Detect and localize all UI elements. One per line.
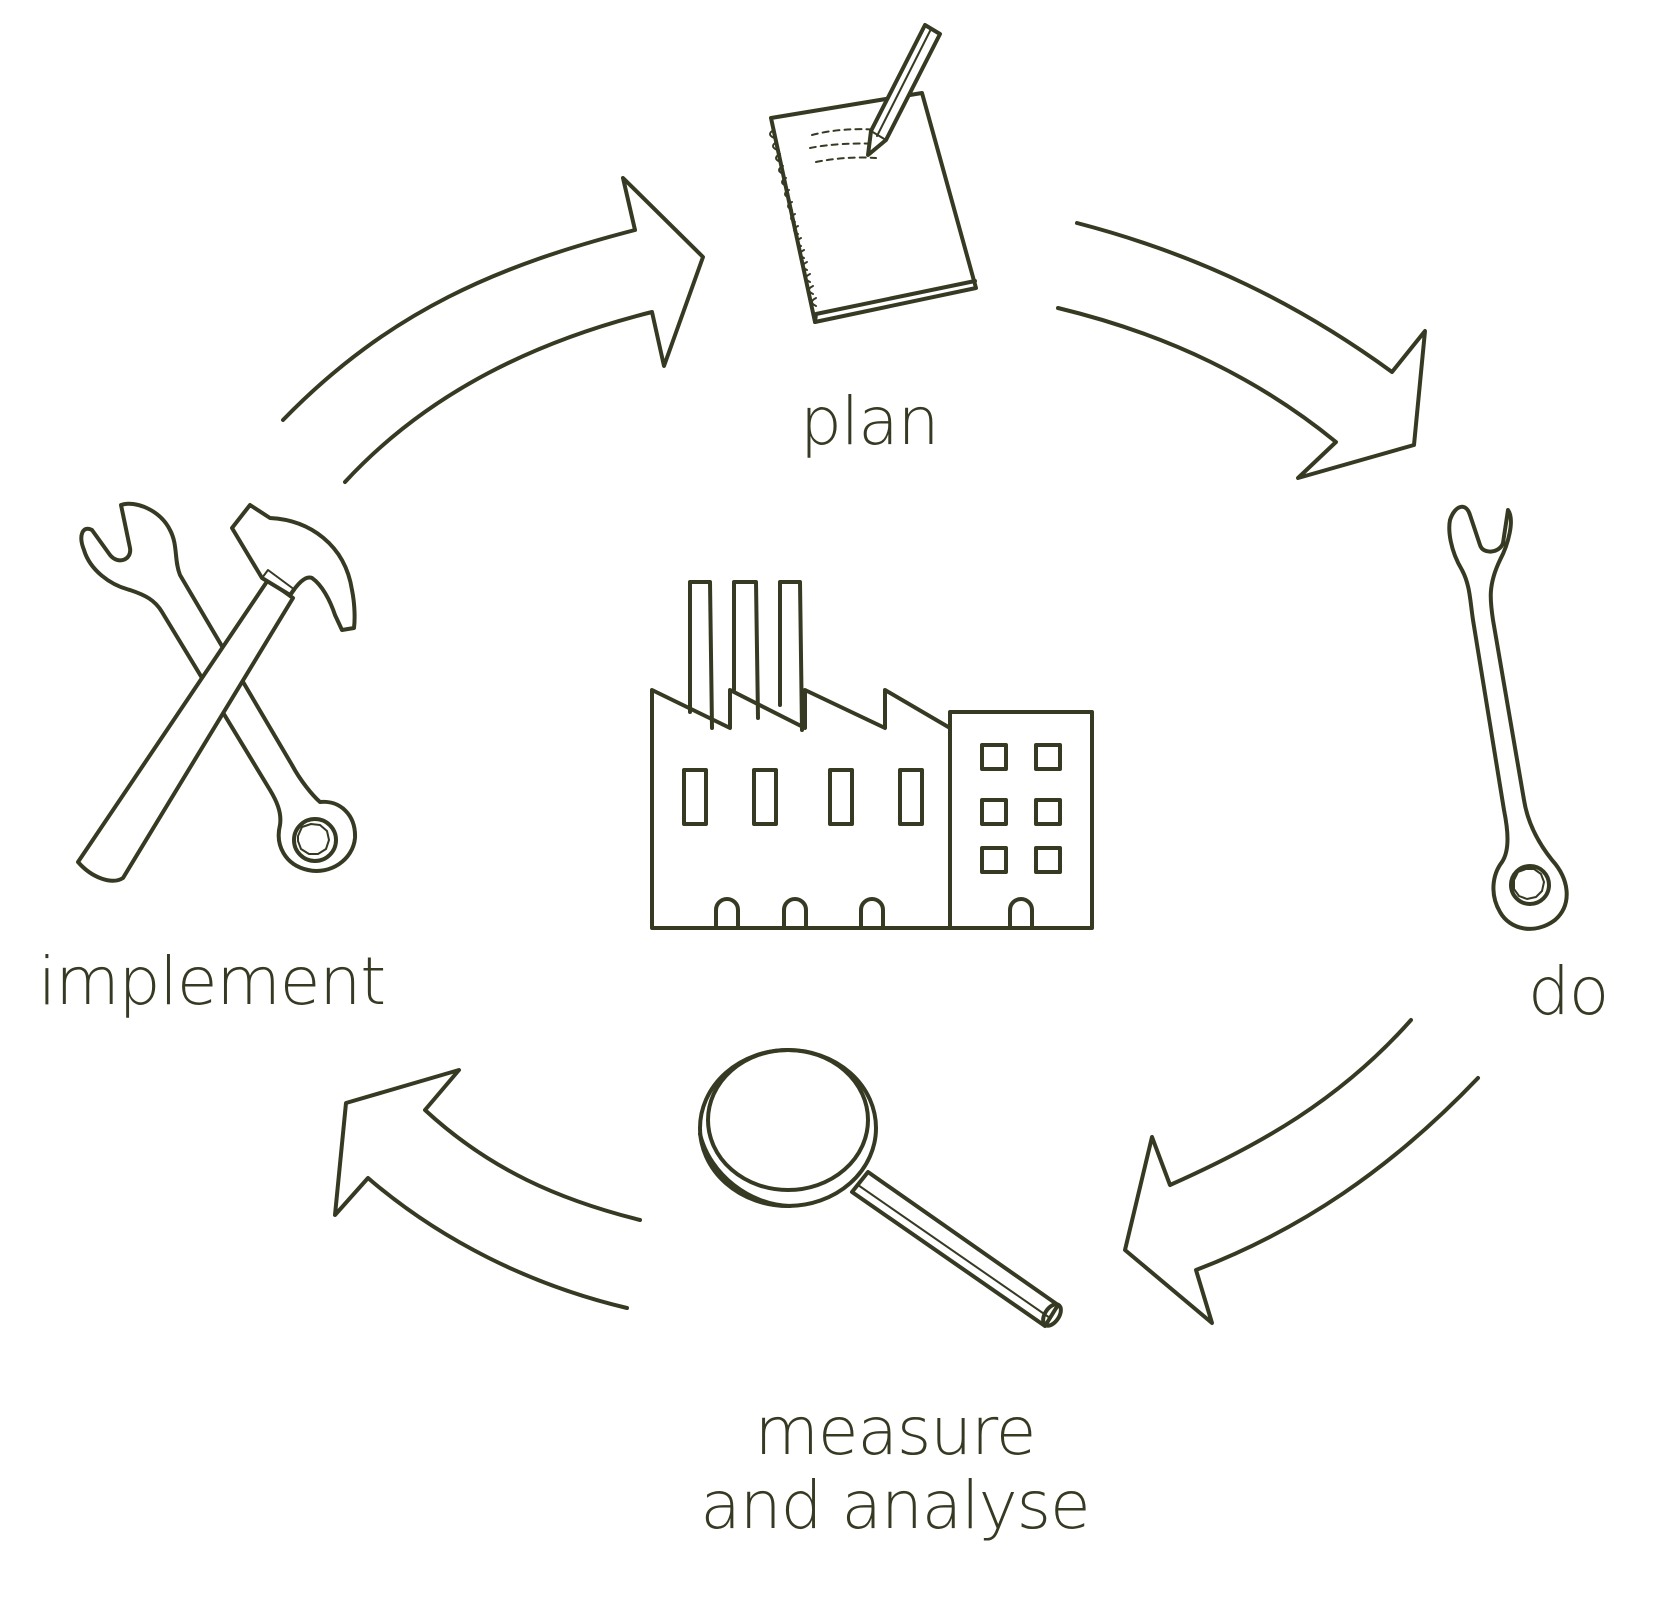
stage-label-measure: measure and analyse (680, 1395, 1110, 1543)
wrench-icon (1447, 504, 1569, 931)
arrow-implement-to-plan (281, 176, 705, 484)
stage-label-plan: plan (800, 383, 940, 460)
magnifying-glass-icon (698, 1048, 1063, 1328)
arrow-measure-to-implement (333, 1068, 642, 1310)
arrow-do-to-measure (1123, 1018, 1480, 1325)
stage-label-measure-line2: and analyse (700, 1466, 1090, 1544)
wrench-hammer-icon (76, 501, 358, 883)
stage-label-do: do (1528, 953, 1609, 1030)
factory-icon (650, 580, 1094, 930)
notebook-pencil-icon (769, 23, 978, 324)
stage-label-implement: implement (38, 943, 386, 1020)
stage-label-measure-line1: measure (754, 1393, 1037, 1470)
arrow-plan-to-do (1056, 221, 1427, 480)
